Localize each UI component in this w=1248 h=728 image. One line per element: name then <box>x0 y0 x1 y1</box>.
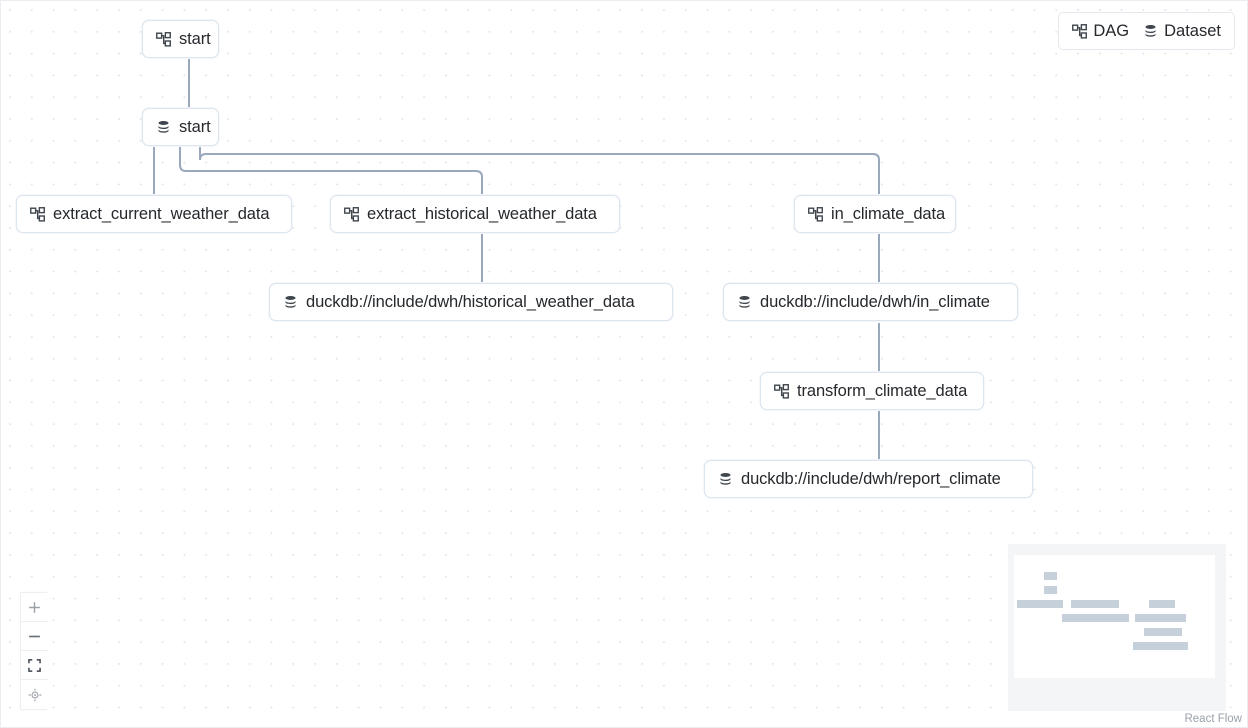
node-label: in_climate_data <box>831 204 946 223</box>
dataset-icon <box>283 295 298 310</box>
minimap-node <box>1062 614 1129 622</box>
zoom-in-button[interactable] <box>21 593 48 622</box>
node-extract_current[interactable]: extract_current_weather_data <box>16 195 292 233</box>
node-label: duckdb://include/dwh/historical_weather_… <box>306 292 635 311</box>
controls-panel[interactable] <box>20 592 48 710</box>
minimap-node <box>1149 600 1175 608</box>
dag-icon <box>344 206 359 222</box>
node-label: transform_climate_data <box>797 381 968 400</box>
dataset-icon <box>1143 24 1158 39</box>
legend-item-label: Dataset <box>1164 21 1221 40</box>
node-ds_report[interactable]: duckdb://include/dwh/report_climate <box>704 460 1033 498</box>
node-ds_hist[interactable]: duckdb://include/dwh/historical_weather_… <box>269 283 673 321</box>
edge-start_dataset-to-extract_hist <box>179 147 483 194</box>
node-label: start <box>179 29 211 48</box>
minimap-node <box>1044 572 1057 580</box>
fit-view-icon <box>28 658 41 672</box>
dag-icon <box>1072 23 1088 39</box>
dataset-icon <box>718 472 733 487</box>
node-label: extract_current_weather_data <box>53 204 270 223</box>
zoom-out-button[interactable] <box>21 622 48 651</box>
node-label: duckdb://include/dwh/report_climate <box>741 469 1001 488</box>
fit-view-button[interactable] <box>21 651 48 680</box>
legend-item-dataset: Dataset <box>1143 22 1221 41</box>
dag-icon <box>156 31 171 47</box>
minimap-panel[interactable] <box>1008 544 1226 711</box>
node-in_climate_data[interactable]: in_climate_data <box>794 195 956 233</box>
crosshair-icon <box>28 688 42 702</box>
minimap-node <box>1133 642 1188 650</box>
minimap-viewport[interactable] <box>1014 555 1215 678</box>
node-label: start <box>179 117 211 136</box>
node-extract_hist[interactable]: extract_historical_weather_data <box>330 195 620 233</box>
node-label: extract_historical_weather_data <box>367 204 597 223</box>
dataset-icon <box>156 120 171 135</box>
legend-item-label: DAG <box>1093 21 1130 40</box>
minimap-node <box>1044 586 1057 594</box>
legend-item-dag: DAG <box>1072 22 1129 41</box>
minimap-node <box>1144 628 1182 636</box>
dag-icon <box>808 206 823 222</box>
dag-icon <box>30 206 45 222</box>
node-label: duckdb://include/dwh/in_climate <box>760 292 990 311</box>
legend-panel: DAG Dataset <box>1058 12 1235 50</box>
node-ds_in_climate[interactable]: duckdb://include/dwh/in_climate <box>723 283 1018 321</box>
edge-start_dataset-to-in_climate_data <box>199 147 880 194</box>
node-start_dag[interactable]: start <box>142 20 219 58</box>
minimap-node <box>1135 614 1186 622</box>
node-start_dataset[interactable]: start <box>142 108 219 146</box>
react-flow-attribution[interactable]: React Flow <box>1184 713 1242 725</box>
plus-icon <box>28 601 41 614</box>
minimap-node <box>1071 600 1119 608</box>
dag-icon <box>774 383 789 399</box>
interactive-button[interactable] <box>21 680 48 709</box>
node-transform[interactable]: transform_climate_data <box>760 372 984 410</box>
minus-icon <box>28 630 41 643</box>
minimap-node <box>1017 600 1063 608</box>
dataset-icon <box>737 295 752 310</box>
